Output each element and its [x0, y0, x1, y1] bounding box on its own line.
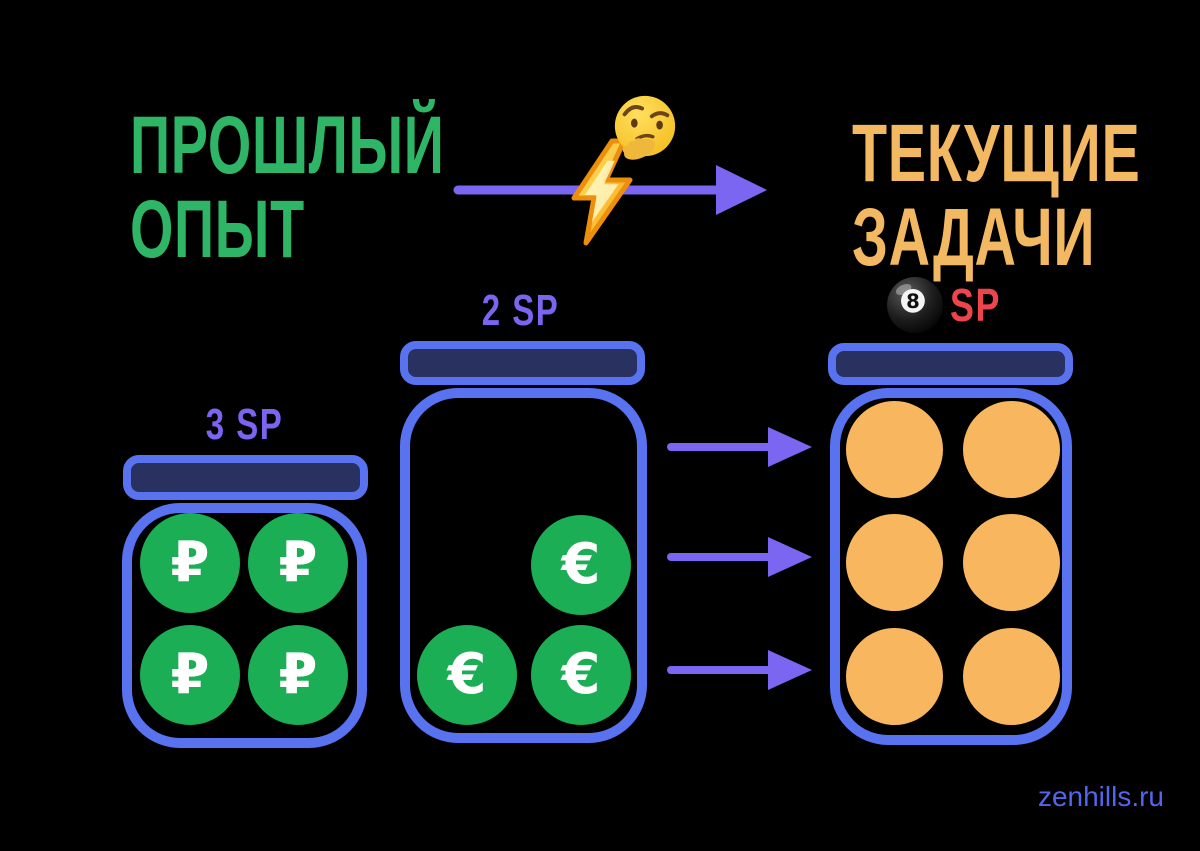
jar-lid [828, 343, 1073, 385]
past-experience-title-line2: ОПЫТ [130, 184, 305, 275]
flow-arrow-icon [667, 650, 812, 690]
lightning-icon [571, 138, 633, 246]
jar-body [400, 388, 647, 743]
jar-body [830, 388, 1072, 745]
watermark: zenhills.ru [1037, 781, 1164, 812]
flow-arrow-icon [667, 537, 812, 577]
euro-coin: € [417, 625, 517, 725]
story-point-circle [846, 628, 943, 725]
current-tasks-title-line1: ТЕКУЩИЕ [852, 108, 1141, 199]
current-tasks-title-line2: ЗАДАЧИ [852, 192, 1096, 283]
svg-text:8: 8 [906, 290, 920, 313]
flow-arrow-icon [667, 427, 812, 467]
jar-label-2sp: 2 SP [481, 286, 560, 335]
story-point-circle [963, 628, 1060, 725]
euro-coin: € [531, 515, 631, 615]
current-tasks-title: ТЕКУЩИЕ ЗАДАЧИ [852, 108, 1141, 283]
ruble-coin: ₽ [248, 625, 348, 725]
jar-body [122, 503, 367, 748]
jar-label-3sp: 3 SP [205, 400, 284, 449]
eight-ball-icon: 8 [886, 277, 943, 333]
story-point-circle [846, 514, 943, 611]
thinking-face-icon [614, 95, 676, 160]
ruble-coin: ₽ [248, 513, 348, 613]
euro-coin: € [531, 625, 631, 725]
jar-lid [400, 341, 645, 385]
jar-label-unknown-sp: 8 SP [828, 276, 1073, 334]
ruble-coin: ₽ [140, 513, 240, 613]
story-point-circle [963, 514, 1060, 611]
ruble-coin: ₽ [140, 625, 240, 725]
sp-red-label: SP [949, 279, 1001, 331]
story-point-circle [846, 401, 943, 498]
story-point-circle [963, 401, 1060, 498]
past-experience-title: ПРОШЛЫЙ ОПЫТ [130, 104, 444, 272]
jar-lid [123, 455, 368, 500]
past-experience-title-line1: ПРОШЛЫЙ [130, 100, 445, 191]
